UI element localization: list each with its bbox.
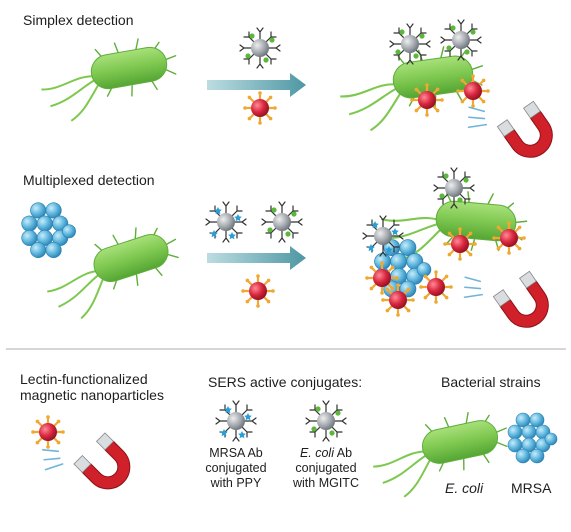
mrsa-conj-line1: MRSA Ab [209, 446, 263, 460]
multiplex-magnet-icon [454, 244, 558, 351]
mrsa-conj-line3: with PPY [210, 476, 262, 490]
magnetic-title-line1: Lectin-functionalized [20, 371, 148, 387]
ecoli-conj-rest: Ab [333, 446, 353, 460]
mrsa-conj-line2: conjugated [205, 461, 267, 475]
legend-ecoli-bacterium-icon [365, 404, 517, 503]
legend-sers-conjugate-mgitc-icon [306, 401, 346, 441]
simplex-magnetic-nanoparticle-icon [242, 90, 278, 126]
legend-magnetic-nanoparticle-icon [30, 414, 66, 450]
ecoli-strain-label: E. coli [445, 480, 484, 496]
mrsa-conjugate-label: MRSA Ab conjugated with PPY [196, 446, 276, 491]
simplex-sers-conjugate-mgitc-icon [240, 28, 280, 68]
simplex-process-arrow-icon [207, 73, 306, 97]
simplex-title: Simplex detection [23, 12, 134, 28]
ecoli-conj-line1: E. coli Ab [286, 446, 366, 461]
simplex-result-complex [334, 20, 491, 135]
ecoli-conj-line3: with MGITC [293, 476, 359, 490]
multiplex-sers-conjugate-ppy-icon [206, 202, 246, 242]
multiplex-sers-conjugate-mgitc-icon [262, 202, 302, 242]
mrsa-strain-label: MRSA [511, 480, 552, 496]
multiplex-title: Multiplexed detection [23, 172, 155, 188]
multiplex-process-arrow-icon [207, 246, 306, 270]
ecoli-conjugate-label: E. coli Ab conjugated with MGITC [286, 446, 366, 491]
ecoli-conj-line2: conjugated [295, 461, 357, 475]
strains-title: Bacterial strains [441, 374, 541, 390]
magnetic-title-line2: magnetic nanoparticles [20, 387, 164, 403]
legend-sers-conjugate-ppy-icon [216, 401, 256, 441]
legend-mrsa-cluster-icon [507, 412, 558, 464]
ecoli-conj-italic: E. coli [299, 446, 334, 460]
sers-title: SERS active conjugates: [208, 374, 363, 390]
simplex-ecoli-bacterium-icon [34, 32, 185, 126]
multiplex-mrsa-cluster-icon [21, 202, 76, 259]
multiplex-magnetic-nanoparticle-icon [240, 273, 276, 309]
